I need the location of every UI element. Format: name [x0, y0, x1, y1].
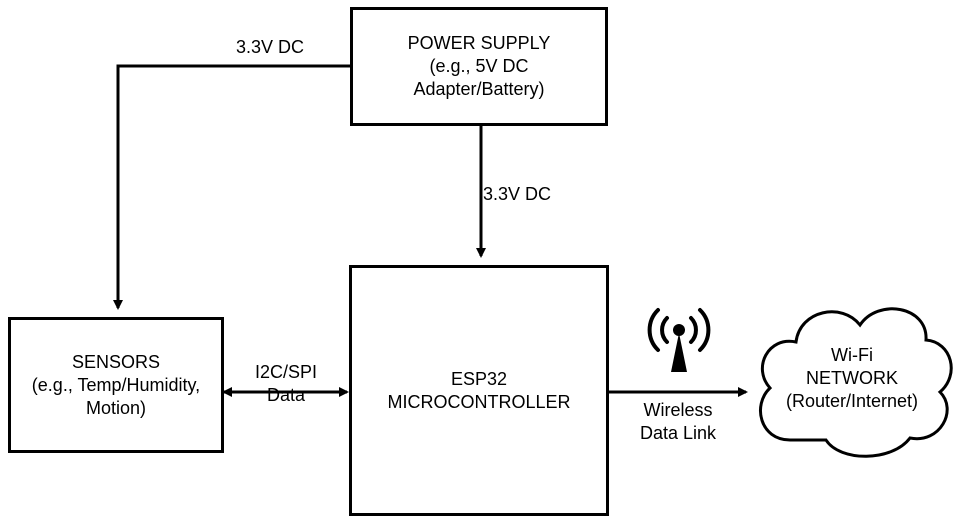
- esp32-line-1: ESP32: [450, 368, 508, 389]
- wifi-network-line-3: (Router/Internet): [785, 391, 919, 411]
- edge-label-esp32-to-wifi: Wireless Data Link: [628, 399, 728, 445]
- edge-label-power-to-sensors: 3.3V DC: [236, 37, 305, 57]
- sensors-box: SENSORS (e.g., Temp/Humidity, Motion): [8, 317, 224, 453]
- edge-label-power-to-esp32: 3.3V DC: [483, 184, 552, 204]
- edge-label-esp32-to-wifi-line-1: Wireless: [643, 400, 713, 420]
- wireless-antenna-icon: [647, 308, 711, 372]
- wifi-network-line-1: Wi-Fi: [831, 345, 873, 365]
- esp32-line-2: MICROCONTROLLER: [387, 391, 571, 412]
- sensors-line-2: (e.g., Temp/Humidity,: [31, 374, 201, 395]
- edge-label-sensors-esp32-line-1: I2C/SPI: [254, 362, 318, 382]
- power-supply-box: POWER SUPPLY (e.g., 5V DC Adapter/Batter…: [350, 7, 608, 126]
- sensors-line-3: Motion): [85, 397, 147, 418]
- wifi-network-label: Wi-Fi NETWORK (Router/Internet): [762, 344, 942, 413]
- edge-power-to-sensors: [113, 64, 352, 310]
- esp32-box: ESP32 MICROCONTROLLER: [349, 265, 609, 516]
- edge-label-esp32-to-wifi-line-2: Data Link: [639, 423, 717, 443]
- wifi-network-line-2: NETWORK: [806, 368, 898, 388]
- wifi-network-cloud: [759, 307, 953, 458]
- power-supply-line-2: (e.g., 5V DC: [429, 56, 529, 76]
- power-supply-line-3: Adapter/Battery): [413, 79, 545, 99]
- edge-label-sensors-esp32: I2C/SPI Data: [246, 361, 326, 407]
- power-supply-line-1: POWER SUPPLY: [407, 33, 551, 53]
- edge-label-sensors-esp32-line-2: Data: [266, 385, 306, 405]
- sensors-line-1: SENSORS: [71, 351, 161, 372]
